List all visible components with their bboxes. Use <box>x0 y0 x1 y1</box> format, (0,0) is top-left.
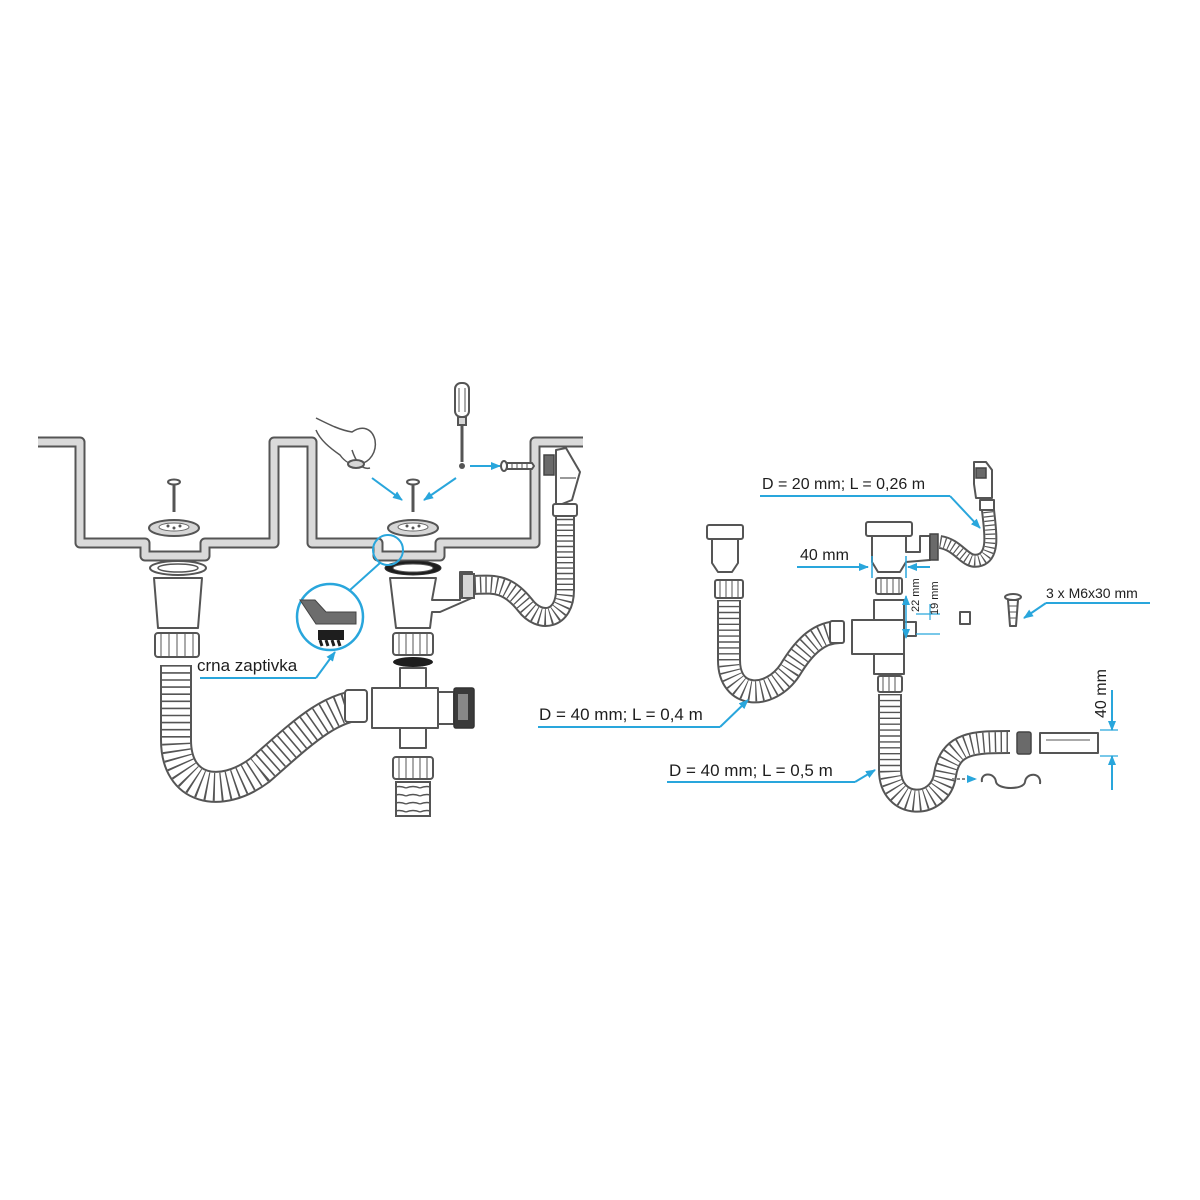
screw-icon <box>1004 593 1022 627</box>
label-branch-width: 40 mm <box>797 547 930 578</box>
right-strainer <box>387 478 439 537</box>
right-assembly: D = 20 mm; L = 0,26 m 40 mm 22 mm 19 mm … <box>538 461 1150 813</box>
left-corrugated-hose <box>160 665 368 803</box>
left-drain-body <box>149 560 207 658</box>
screwdriver-icon <box>454 382 470 469</box>
small-cap <box>959 611 971 625</box>
t-fitting <box>371 667 475 817</box>
overflow-head <box>543 447 581 505</box>
dim-22-label: 22 mm <box>910 578 922 612</box>
hand-icon <box>315 417 377 470</box>
label-screws: 3 x M6x30 mm <box>1023 585 1150 619</box>
double-sink <box>38 436 583 562</box>
gasket-icon <box>295 534 404 652</box>
hose-d20 <box>938 461 998 568</box>
outlet-diameter-label: 40 mm <box>1093 669 1110 718</box>
t-piece <box>851 599 917 693</box>
label-dims-22-19: 22 mm 19 mm <box>902 578 941 639</box>
right-drain-body <box>384 560 475 667</box>
branch-width-label: 40 mm <box>800 547 849 564</box>
overflow-hose <box>469 503 578 627</box>
dim-19-label: 19 mm <box>929 581 941 615</box>
hose-d40-l05-label: D = 40 mm; L = 0,5 m <box>669 761 833 780</box>
hose-d40-l04-label: D = 40 mm; L = 0,4 m <box>539 705 703 724</box>
hose-d40-l04 <box>717 600 845 704</box>
strainer-icon <box>148 478 200 537</box>
gasket-label: crna zaptivka <box>197 656 298 675</box>
s-hook-icon <box>952 773 1042 789</box>
left-assembly: crna zaptivka <box>38 382 583 817</box>
hose-d20-label: D = 20 mm; L = 0,26 m <box>762 476 925 493</box>
screw-icon <box>500 460 535 472</box>
label-hose-d40-l05: D = 40 mm; L = 0,5 m <box>667 761 876 783</box>
label-hose-d40-l04: D = 40 mm; L = 0,4 m <box>538 699 749 728</box>
label-hose-d20: D = 20 mm; L = 0,26 m <box>760 476 981 529</box>
hose-d40-l05 <box>878 694 1099 813</box>
label-outlet-diameter: 40 mm <box>1093 669 1118 790</box>
right-right-strainer-body <box>865 521 939 595</box>
right-left-strainer-body <box>706 524 744 599</box>
screws-label: 3 x M6x30 mm <box>1046 585 1138 601</box>
